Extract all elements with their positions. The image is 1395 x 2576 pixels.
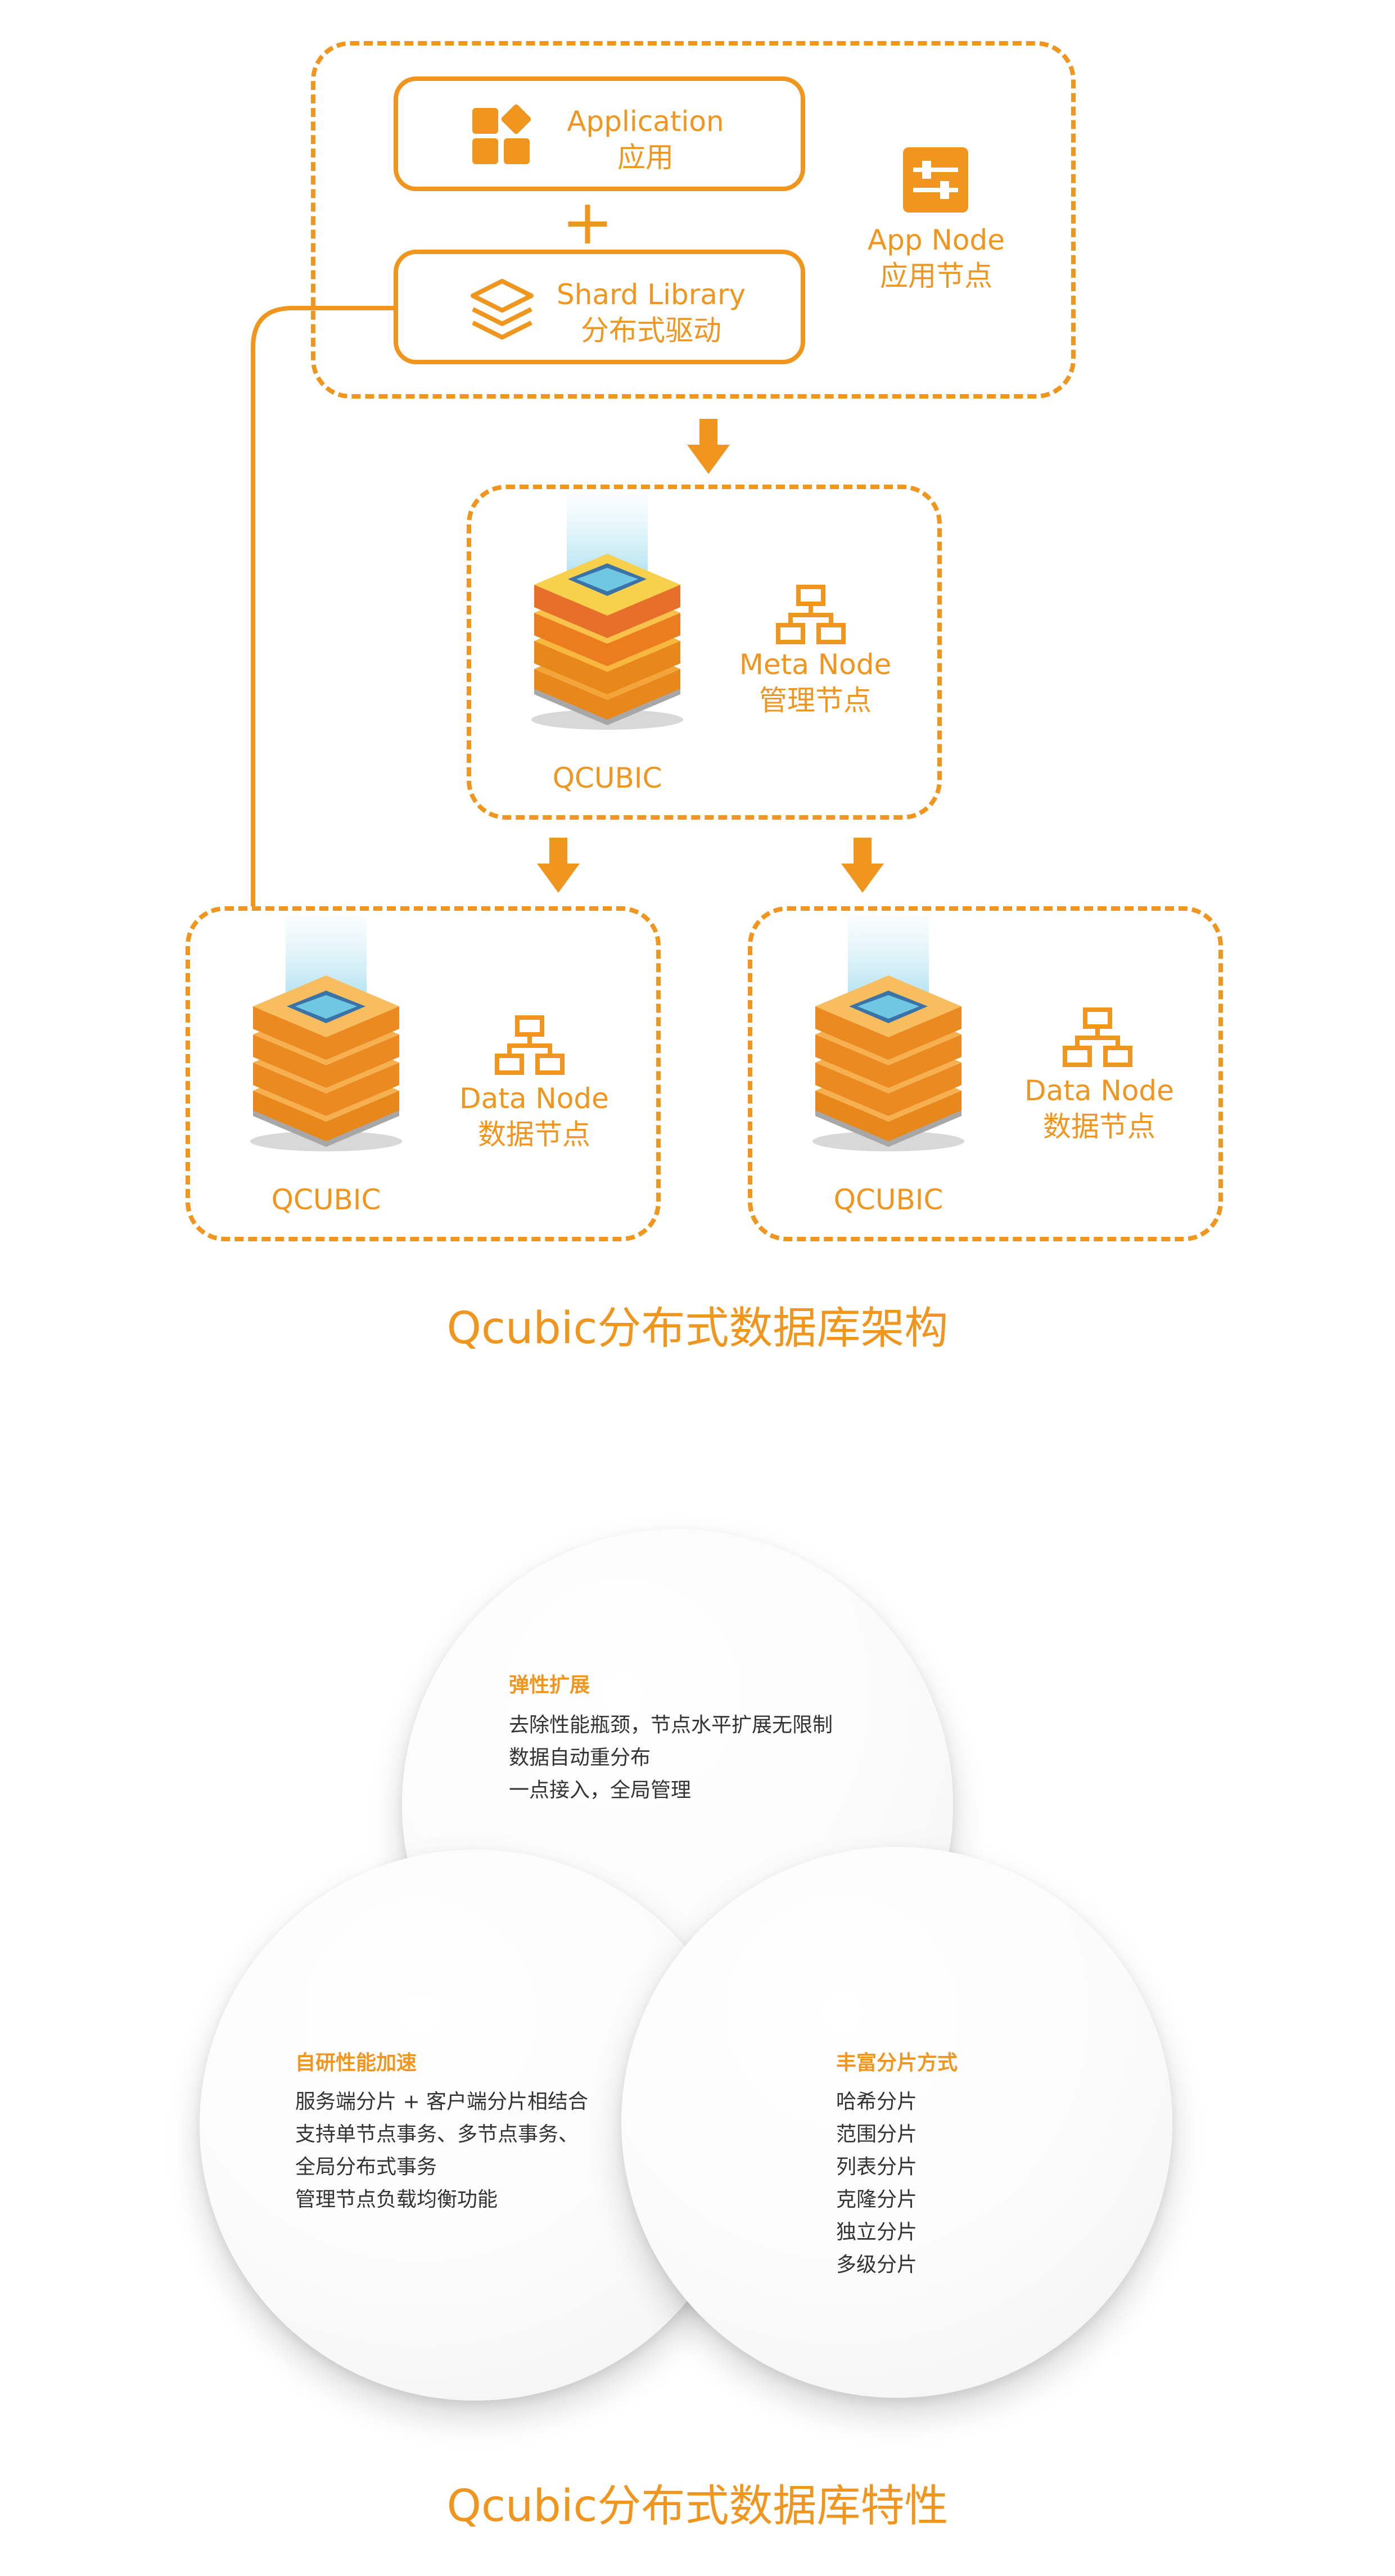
connector-line [251, 306, 394, 906]
list-item: 服务端分片 + 客户端分片相结合 [295, 2090, 589, 2113]
list-item: 支持单节点事务、多节点事务、 [295, 2123, 579, 2146]
list-item: 一点接入，全局管理 [509, 1779, 692, 1802]
app-node-label-en: App Node [867, 224, 1005, 256]
list-item: 列表分片 [836, 2155, 918, 2179]
shard-library-label-zh: 分布式驱动 [581, 314, 721, 347]
meta-node-container [467, 485, 942, 820]
data-node-right-server-label: QCUBIC [833, 1183, 943, 1216]
data-node-right-label-zh: 数据节点 [1043, 1110, 1155, 1143]
architecture-caption: Qcubic分布式数据库架构 [446, 1303, 949, 1354]
data-node-left-label-en: Data Node [459, 1082, 609, 1115]
network-tree-icon [495, 1015, 565, 1075]
data-node-left-container [186, 906, 661, 1241]
feature-performance-title: 自研性能加速 [295, 2051, 417, 2075]
list-item: 管理节点负载均衡功能 [295, 2188, 498, 2211]
meta-node-label-zh: 管理节点 [759, 684, 872, 717]
down-arrow-icon [841, 838, 884, 893]
down-arrow-icon [537, 838, 580, 893]
data-node-left-server-label: QCUBIC [271, 1183, 381, 1216]
meta-node-server-label: QCUBIC [552, 762, 662, 794]
meta-node-label-en: Meta Node [739, 648, 892, 681]
list-item: 独立分片 [836, 2221, 918, 2244]
shard-library-box: Shard Library 分布式驱动 [394, 250, 805, 364]
sliders-icon [903, 147, 968, 213]
layers-icon [471, 279, 534, 340]
data-node-left-label-zh: 数据节点 [478, 1118, 590, 1151]
app-grid-icon [472, 105, 531, 164]
list-item: 范围分片 [836, 2123, 918, 2146]
application-label-en: Application [567, 105, 724, 138]
application-label-zh: 应用 [617, 141, 674, 174]
app-node-container [311, 41, 1076, 399]
feature-elastic-list: 去除性能瓶颈，节点水平扩展无限制 数据自动重分布 一点接入，全局管理 [509, 1709, 833, 1807]
list-item: 哈希分片 [836, 2090, 918, 2113]
qcubic-server-icon [250, 916, 402, 1151]
list-item: 多级分片 [836, 2253, 918, 2276]
network-tree-icon [1063, 1007, 1132, 1067]
list-item: 克隆分片 [836, 2188, 918, 2211]
qcubic-server-icon [531, 495, 683, 730]
down-arrow-icon [687, 419, 730, 474]
features-caption: Qcubic分布式数据库特性 [446, 2481, 949, 2532]
app-node-label-zh: 应用节点 [880, 260, 992, 292]
shard-library-label-en: Shard Library [556, 278, 746, 311]
data-node-right-container [748, 906, 1223, 1241]
application-box: Application 应用 [394, 76, 805, 191]
feature-circle-sharding [621, 1847, 1172, 2398]
list-item: 数据自动重分布 [509, 1746, 651, 1769]
feature-performance-list: 服务端分片 + 客户端分片相结合 支持单节点事务、多节点事务、 全局分布式事务 … [295, 2086, 588, 2216]
qcubic-server-icon [812, 916, 964, 1151]
list-item: 去除性能瓶颈，节点水平扩展无限制 [509, 1714, 833, 1737]
plus-sign: + [561, 186, 614, 258]
feature-sharding-title: 丰富分片方式 [836, 2051, 958, 2075]
network-tree-icon [776, 585, 846, 644]
feature-sharding-list: 哈希分片 范围分片 列表分片 克隆分片 独立分片 多级分片 [836, 2086, 917, 2281]
list-item: 全局分布式事务 [295, 2155, 437, 2179]
feature-elastic-title: 弹性扩展 [509, 1674, 590, 1697]
data-node-right-label-en: Data Node [1024, 1074, 1174, 1107]
